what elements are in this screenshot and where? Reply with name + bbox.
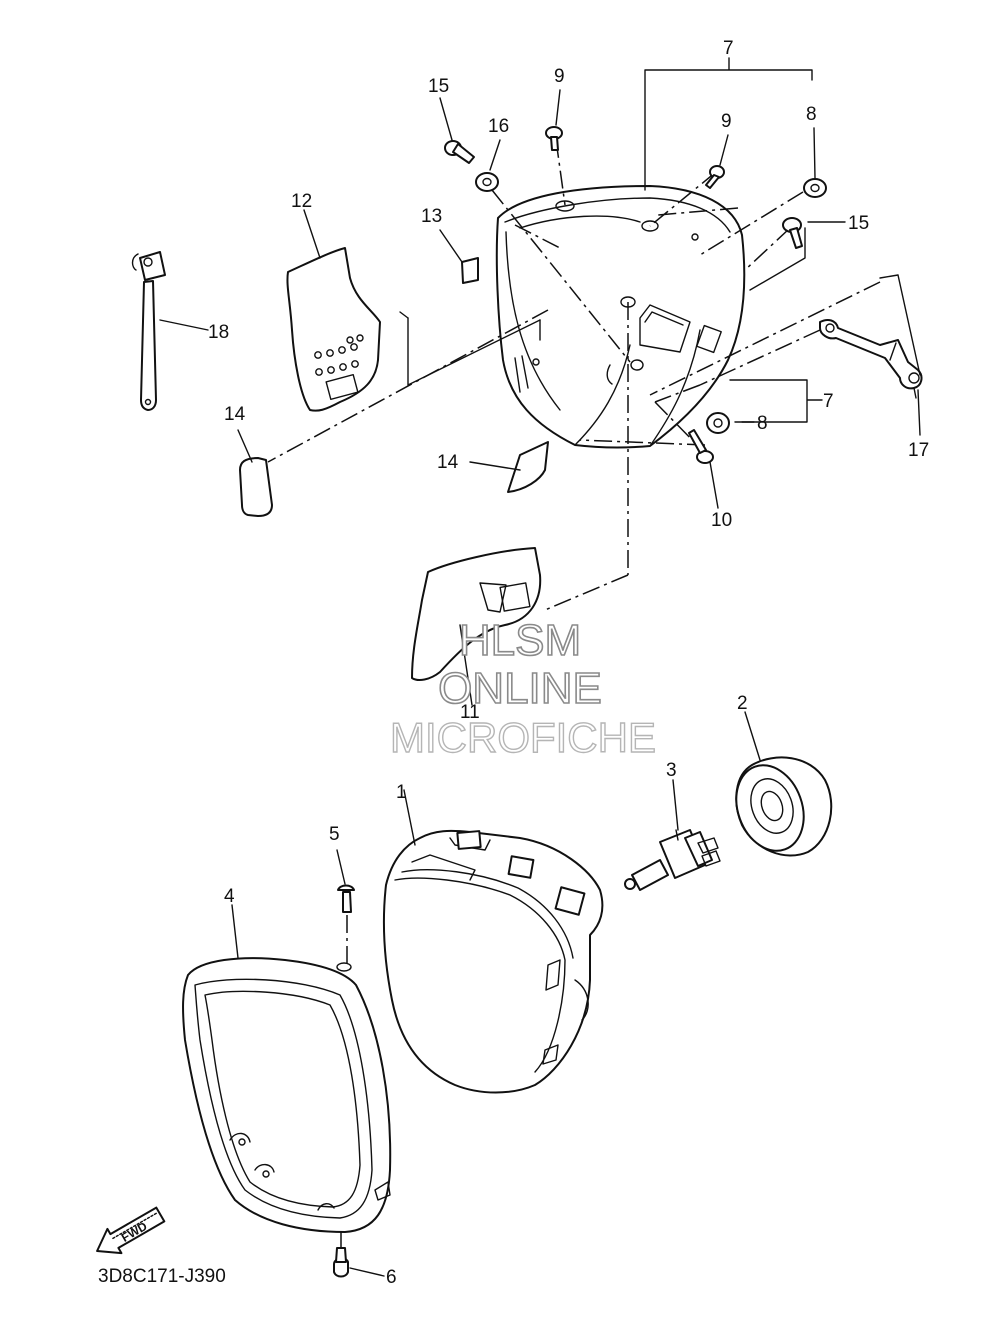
screw-9-right[interactable] [705,165,725,189]
headlight-unit-1[interactable] [383,829,604,1094]
screw-10[interactable] [688,429,714,464]
callout-10: 10 [711,510,732,531]
bulb-cover-2[interactable] [725,756,833,861]
watermark-line-1: HLSM [459,616,581,665]
reflector-14-right[interactable] [507,441,549,493]
bracket-17[interactable] [819,319,923,399]
callout-15-left: 15 [428,76,449,97]
watermark-line-3: MICROFICHE [390,714,656,761]
screw-15-right[interactable] [782,217,803,249]
callout-8-top: 8 [806,104,817,125]
washer-16[interactable] [475,172,499,192]
fwd-arrow: FWD [96,1206,166,1255]
cable-tie-18[interactable] [131,251,166,411]
callout-8-bottom: 8 [757,413,768,434]
callout-6: 6 [386,1267,397,1288]
callout-1: 1 [396,782,407,803]
watermark: HLSM ONLINE MICROFICHE [389,615,656,762]
callout-11: 11 [460,702,480,723]
callout-9-right: 9 [721,111,732,132]
callout-15-right: 15 [848,213,869,234]
callout-12: 12 [291,191,312,212]
reflector-14-left[interactable] [239,457,273,517]
bulb-3[interactable] [624,829,721,891]
callout-5: 5 [329,824,340,845]
callout-18: 18 [208,322,229,343]
screw-5[interactable] [337,884,355,969]
assembly-leader-lines [267,139,881,611]
callout-14-left: 14 [224,404,246,425]
grommet-8-bottom[interactable] [706,412,730,434]
screw-9-top[interactable] [545,126,563,151]
grommet-8-top[interactable] [803,178,827,198]
callout-leaders [159,57,921,1277]
callout-17: 17 [908,440,929,461]
watermark-line-2: ONLINE [438,664,602,713]
gasket-12[interactable] [286,247,381,412]
label-13[interactable] [461,257,479,284]
headlight-housing[interactable] [495,185,746,449]
diagram-code: 3D8C171-J390 [98,1266,226,1287]
callout-4: 4 [224,886,235,907]
callout-9-top: 9 [554,66,565,87]
screw-15-left[interactable] [444,140,475,164]
callout-7-bottom: 7 [823,391,834,412]
callout-14-right: 14 [437,452,459,473]
callout-2: 2 [737,693,748,714]
screw-6[interactable] [333,1232,349,1278]
callout-7-top: 7 [723,38,734,59]
callout-3: 3 [666,760,677,781]
callout-labels: 1 2 3 4 5 6 7 7 8 8 9 9 10 11 12 13 14 1… [208,38,929,1288]
headlight-rim-4[interactable] [182,957,392,1233]
gasket-11[interactable] [411,547,542,681]
callout-16: 16 [488,116,509,137]
callout-13: 13 [421,206,442,227]
